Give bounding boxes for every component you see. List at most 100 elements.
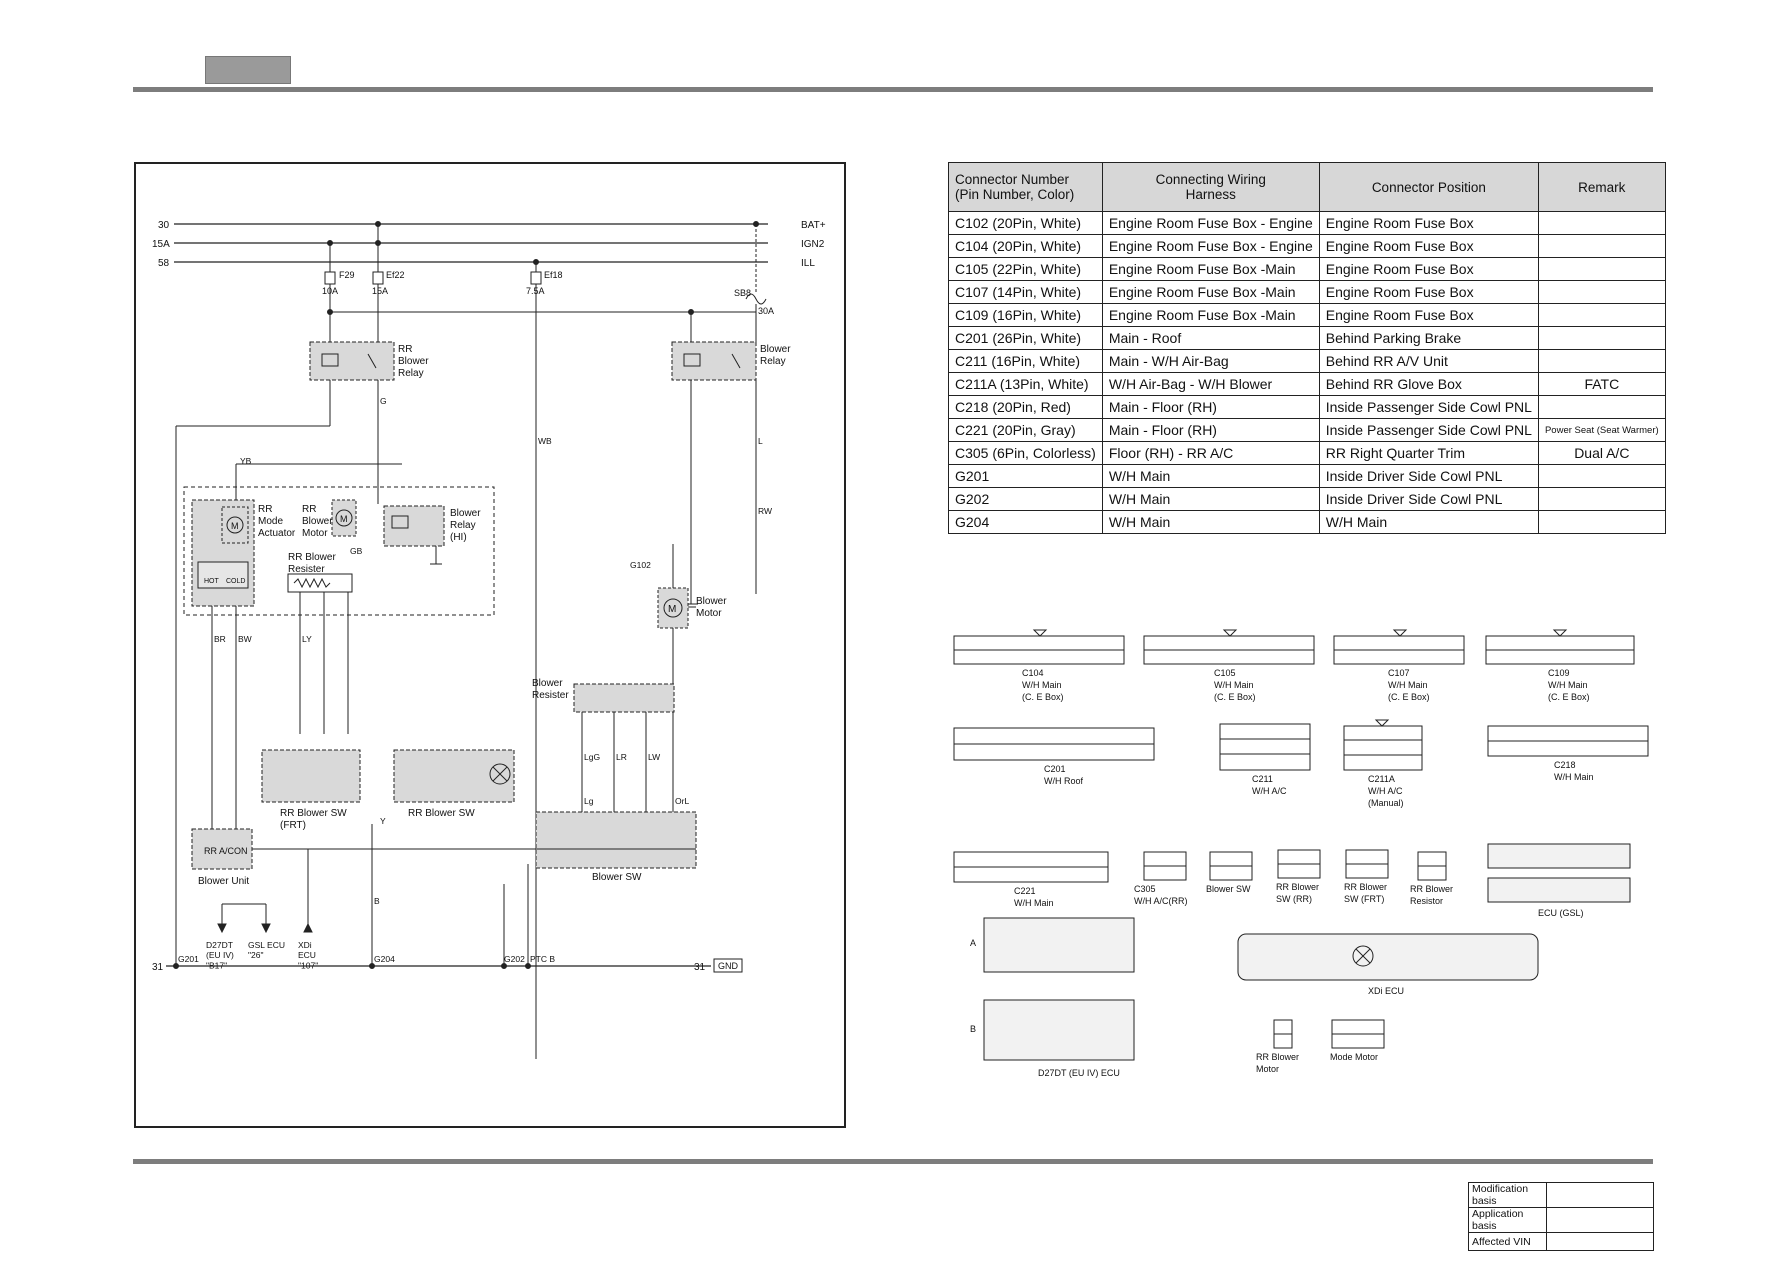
ground-g201: G201 xyxy=(178,954,199,964)
cell-connector: C218 (20Pin, Red) xyxy=(948,395,1103,419)
cell-connector: C211 (16Pin, White) xyxy=(948,349,1103,373)
cell-remark xyxy=(1537,326,1666,350)
cell-connector: C107 (14Pin, White) xyxy=(948,280,1103,304)
table-row: C105 (22Pin, White)Engine Room Fuse Box … xyxy=(948,257,1666,281)
table-row: C221 (20Pin, Gray)Main - Floor (RH)Insid… xyxy=(948,418,1666,442)
top-rule xyxy=(133,87,1653,92)
cell-harness: Engine Room Fuse Box - Engine xyxy=(1101,234,1320,258)
cell-harness: Engine Room Fuse Box -Main xyxy=(1101,280,1320,304)
mode-cold-label: COLD xyxy=(226,578,245,585)
cell-position: Inside Driver Side Cowl PNL xyxy=(1318,487,1539,511)
modification-row: Affected VIN xyxy=(1468,1232,1654,1251)
table-row: C102 (20Pin, White)Engine Room Fuse Box … xyxy=(948,211,1666,235)
connector-d27dt-ecu: A B D27DT (EU IV) ECU xyxy=(970,917,1135,1078)
cell-harness: W/H Air-Bag - W/H Blower xyxy=(1101,372,1320,396)
wire-b: B xyxy=(374,896,380,906)
cell-connector: C211A (13Pin, White) xyxy=(948,372,1103,396)
cell-connector: C221 (20Pin, Gray) xyxy=(948,418,1103,442)
rr-blower-sw-label: RR Blower SW xyxy=(408,808,475,819)
rail-ign-label: IGN2 xyxy=(801,239,825,250)
cell-remark: Power Seat (Seat Warmer) xyxy=(1537,418,1666,442)
fuse-ef22-amp: 15A xyxy=(372,286,388,296)
cell-harness: Engine Room Fuse Box -Main xyxy=(1101,257,1320,281)
ground-g202: G202 xyxy=(504,954,525,964)
modification-basis-value xyxy=(1546,1182,1654,1208)
mode-hot-label: HOT xyxy=(204,578,220,585)
table-row: C107 (14Pin, White)Engine Room Fuse Box … xyxy=(948,280,1666,304)
wire-rw: RW xyxy=(758,506,772,516)
cell-harness: Floor (RH) - RR A/C xyxy=(1101,441,1320,465)
ground-g102: G102 xyxy=(630,560,651,570)
cell-connector: C201 (26Pin, White) xyxy=(948,326,1103,350)
modification-table: Modification basis Application basis Aff… xyxy=(1468,1182,1654,1251)
ecu-gsl-label: ECU (GSL) xyxy=(1538,908,1584,918)
cell-harness: Main - W/H Air-Bag xyxy=(1101,349,1320,373)
cell-remark xyxy=(1537,257,1666,281)
svg-text:M: M xyxy=(340,514,348,524)
cell-position: Behind RR Glove Box xyxy=(1318,372,1539,396)
rr-blower-sw-frt-label: RR Blower SW(FRT) xyxy=(280,808,347,831)
cell-harness: W/H Main xyxy=(1101,487,1320,511)
affected-vin-value xyxy=(1546,1232,1654,1251)
rail-bat-label: BAT+ xyxy=(801,220,826,231)
cell-connector: C102 (20Pin, White) xyxy=(948,211,1103,235)
wire-ly: LY xyxy=(302,634,312,644)
wire-y: Y xyxy=(380,816,386,826)
cell-remark xyxy=(1537,487,1666,511)
table-row: C218 (20Pin, Red)Main - Floor (RH)Inside… xyxy=(948,395,1666,419)
cell-harness: Engine Room Fuse Box -Main xyxy=(1101,303,1320,327)
cell-position: Behind RR A/V Unit xyxy=(1318,349,1539,373)
cell-position: RR Right Quarter Trim xyxy=(1318,441,1539,465)
fuse-ef22: Ef22 xyxy=(386,270,405,280)
table-row: C305 (6Pin, Colorless)Floor (RH) - RR A/… xyxy=(948,441,1666,465)
application-basis-label: Application basis xyxy=(1468,1207,1547,1233)
modification-basis-label: Modification basis xyxy=(1468,1182,1547,1208)
cell-connector: G204 xyxy=(948,510,1103,534)
wire-l: L xyxy=(758,436,763,446)
col-harness: Connecting Wiring Harness xyxy=(1101,162,1320,212)
fuse-sb8-amp: 30A xyxy=(758,306,774,316)
blower-unit-label: Blower Unit xyxy=(198,876,249,887)
wire-wb: WB xyxy=(538,436,552,446)
cell-connector: G201 xyxy=(948,464,1103,488)
affected-vin-label: Affected VIN xyxy=(1468,1232,1547,1251)
table-row: C109 (16Pin, White)Engine Room Fuse Box … xyxy=(948,303,1666,327)
cell-position: Engine Room Fuse Box xyxy=(1318,257,1539,281)
gsl-ecu-label: GSL ECU"26" xyxy=(248,940,285,960)
cell-harness: Main - Floor (RH) xyxy=(1101,395,1320,419)
cell-position: Engine Room Fuse Box xyxy=(1318,280,1539,304)
rail-58-label: 58 xyxy=(158,258,170,269)
connector-mode-motor: Mode Motor xyxy=(1330,1019,1385,1062)
wire-bw: BW xyxy=(238,634,252,644)
wire-lr: LR xyxy=(616,752,627,762)
d27dt-ecu-label: D27DT (EU IV) ECU xyxy=(1038,1068,1120,1078)
cell-position: Inside Passenger Side Cowl PNL xyxy=(1318,418,1539,442)
schematic-frame: 30 15A 58 BAT+ IGN2 ILL F29 10A Ef22 15A… xyxy=(134,162,846,1128)
fuse-f29: F29 xyxy=(339,270,355,280)
rail-ill-label: ILL xyxy=(801,258,815,269)
fuse-f29-amp: 10A xyxy=(322,286,338,296)
